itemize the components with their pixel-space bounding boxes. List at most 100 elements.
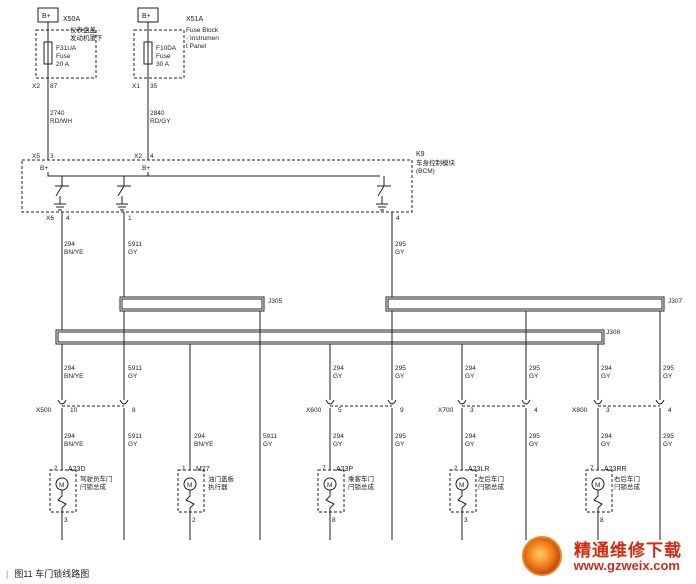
actuator-desc-2: 闩锁总成 (614, 482, 641, 491)
bcm-input-conn-1: X5 (32, 153, 40, 160)
fuse-word: Fuse (56, 53, 71, 60)
fuse-word: Fuse (156, 53, 171, 60)
actuator-outline (177, 469, 205, 513)
actuator-m27: M 1 2 M27 油门盖板 执行器 (177, 465, 235, 540)
actuator-bottom-pin: 8 (332, 517, 336, 524)
actuator-a23rr: M 7 8 A23RR 右后车门 闩锁总成 (585, 465, 641, 540)
actuator-outline (449, 469, 477, 513)
fuse-pin-connector: X1 (132, 83, 140, 90)
actuator-bottom-pin: 3 (64, 517, 68, 524)
actuator-a23p: M 7 8 A23P 乘客车门 闩锁总成 (317, 465, 375, 540)
bcm-desc-line1: 车身控制模块 (416, 158, 456, 167)
connector-pin: 4 (534, 407, 538, 414)
watermark-logo-icon (522, 536, 562, 576)
lower-color-2: GY (128, 441, 138, 448)
splice-j308: J308 (55, 329, 620, 345)
fuse-pin: 35 (150, 83, 158, 90)
connector-pin: 3 (606, 407, 610, 414)
actuator-outline (585, 469, 613, 513)
bcm-input-pin-2: 4 (150, 153, 154, 160)
actuator-top-pin: 2 (54, 465, 58, 472)
actuator-id: A23P (336, 466, 353, 473)
branch-color-5: GY (465, 373, 475, 380)
bcm-output-pin-2: 1 (128, 215, 132, 222)
connector-pin: 10 (70, 407, 78, 414)
branch-circuit-3: 294 (333, 365, 344, 372)
lower-circuit-7: 294 (465, 433, 476, 440)
fuse-block-outline (133, 29, 185, 79)
bcm-input-conn-2: X2 (134, 153, 142, 160)
actuator-desc-1: 油门盖板 (208, 474, 235, 483)
fuse-block-outline (35, 29, 97, 79)
branch-color-8: GY (663, 373, 673, 380)
branch-color-7: GY (601, 373, 611, 380)
actuator-top-pin: 7 (590, 465, 594, 472)
lower-wiring (61, 408, 661, 540)
lower-circuit-8: 295 (529, 433, 540, 440)
lower-color-10: GY (663, 441, 673, 448)
fuse-pin-connector: X2 (32, 83, 40, 90)
actuator-outline (317, 469, 345, 513)
fuse-block-2: B+ X51A Fuse Block - Instrumen t Panel F… (132, 7, 219, 160)
motor-symbol: M (459, 482, 464, 489)
bcm-input-pin-1: 3 (50, 153, 54, 160)
lower-circuit-3: 294 (194, 433, 205, 440)
connector-pin: 3 (470, 407, 474, 414)
bcm-wire-color-2: GY (128, 249, 138, 256)
connector-pin: 8 (132, 407, 136, 414)
fuse-rating: 30 A (156, 61, 170, 68)
branch-color-2: GY (128, 373, 138, 380)
actuator-top-pin: 7 (322, 465, 326, 472)
connector-id-x700: X700 (438, 407, 454, 414)
actuator-desc-2: 闩锁总成 (348, 482, 375, 491)
connector-pin: 9 (400, 407, 404, 414)
actuator-outline (49, 469, 77, 513)
figure-number: 图11 (14, 569, 33, 579)
lower-circuit-9: 294 (601, 433, 612, 440)
bcm-internal-bus (47, 172, 380, 177)
splice-label-j307: J307 (668, 298, 682, 305)
bcm-outline (21, 159, 413, 213)
branch-circuit-6: 295 (529, 365, 540, 372)
lower-color-6: GY (395, 441, 405, 448)
fuse-block-1: B+ X50A 仪表盘盖 - 发动机罩下 F31UA Fuse 20 A X2 … (32, 7, 103, 160)
motor-symbol: M (595, 482, 600, 489)
bcm-wire-circuit-3: 295 (395, 241, 406, 248)
branch-circuit-4: 295 (395, 365, 406, 372)
figure-title: 车门锁线路图 (35, 569, 90, 579)
bcm-output-pin-3: 4 (396, 215, 400, 222)
bcm-switch-3 (376, 176, 391, 211)
lower-color-4: GY (263, 441, 273, 448)
lower-circuit-1: 294 (64, 433, 75, 440)
bcm-wire-color-1: BN/YE (64, 249, 84, 256)
fuse-block-desc-line1: 仪表盘盖 - (70, 25, 100, 34)
fuse-block-desc-line2: 发动机罩下 (70, 33, 103, 42)
connector-id-x500: X500 (36, 407, 52, 414)
actuator-bottom-pin: 2 (192, 517, 196, 524)
battery-label-2: B+ (142, 13, 151, 20)
connector-id-x600: X600 (306, 407, 322, 414)
lower-circuit-6: 295 (395, 433, 406, 440)
actuator-desc-1: 左后车门 (478, 474, 504, 483)
connector-pin: 4 (668, 407, 672, 414)
bcm-output-pin-1: 4 (66, 215, 70, 222)
branch-circuit-2: 5911 (128, 365, 142, 372)
actuator-id: A23D (68, 466, 86, 473)
actuator-desc-1: 右后车门 (614, 474, 640, 483)
wire-circuit: 2840 (150, 110, 165, 117)
actuator-a23d: M 2 3 A23D 驾驶员车门 闩锁总成 (49, 465, 113, 540)
site-watermark: 精通维修下载 www.gzweix.com (518, 534, 688, 578)
connector-row (57, 399, 665, 407)
splice-label-j305: J305 (268, 298, 282, 305)
splice-label-j308: J308 (606, 329, 620, 336)
fuse-id: F31UA (56, 45, 77, 52)
connector-id-x800: X800 (572, 407, 588, 414)
bcm-switch-2 (116, 176, 131, 211)
bcm-input-label-1: B+ (40, 165, 48, 172)
lower-color-1: BN/YE (64, 441, 84, 448)
wire-color: RD/WH (50, 118, 72, 125)
watermark-url: www.gzweix.com (573, 558, 680, 573)
bcm-input-label-2: B+ (142, 165, 150, 172)
lower-color-7: GY (465, 441, 475, 448)
